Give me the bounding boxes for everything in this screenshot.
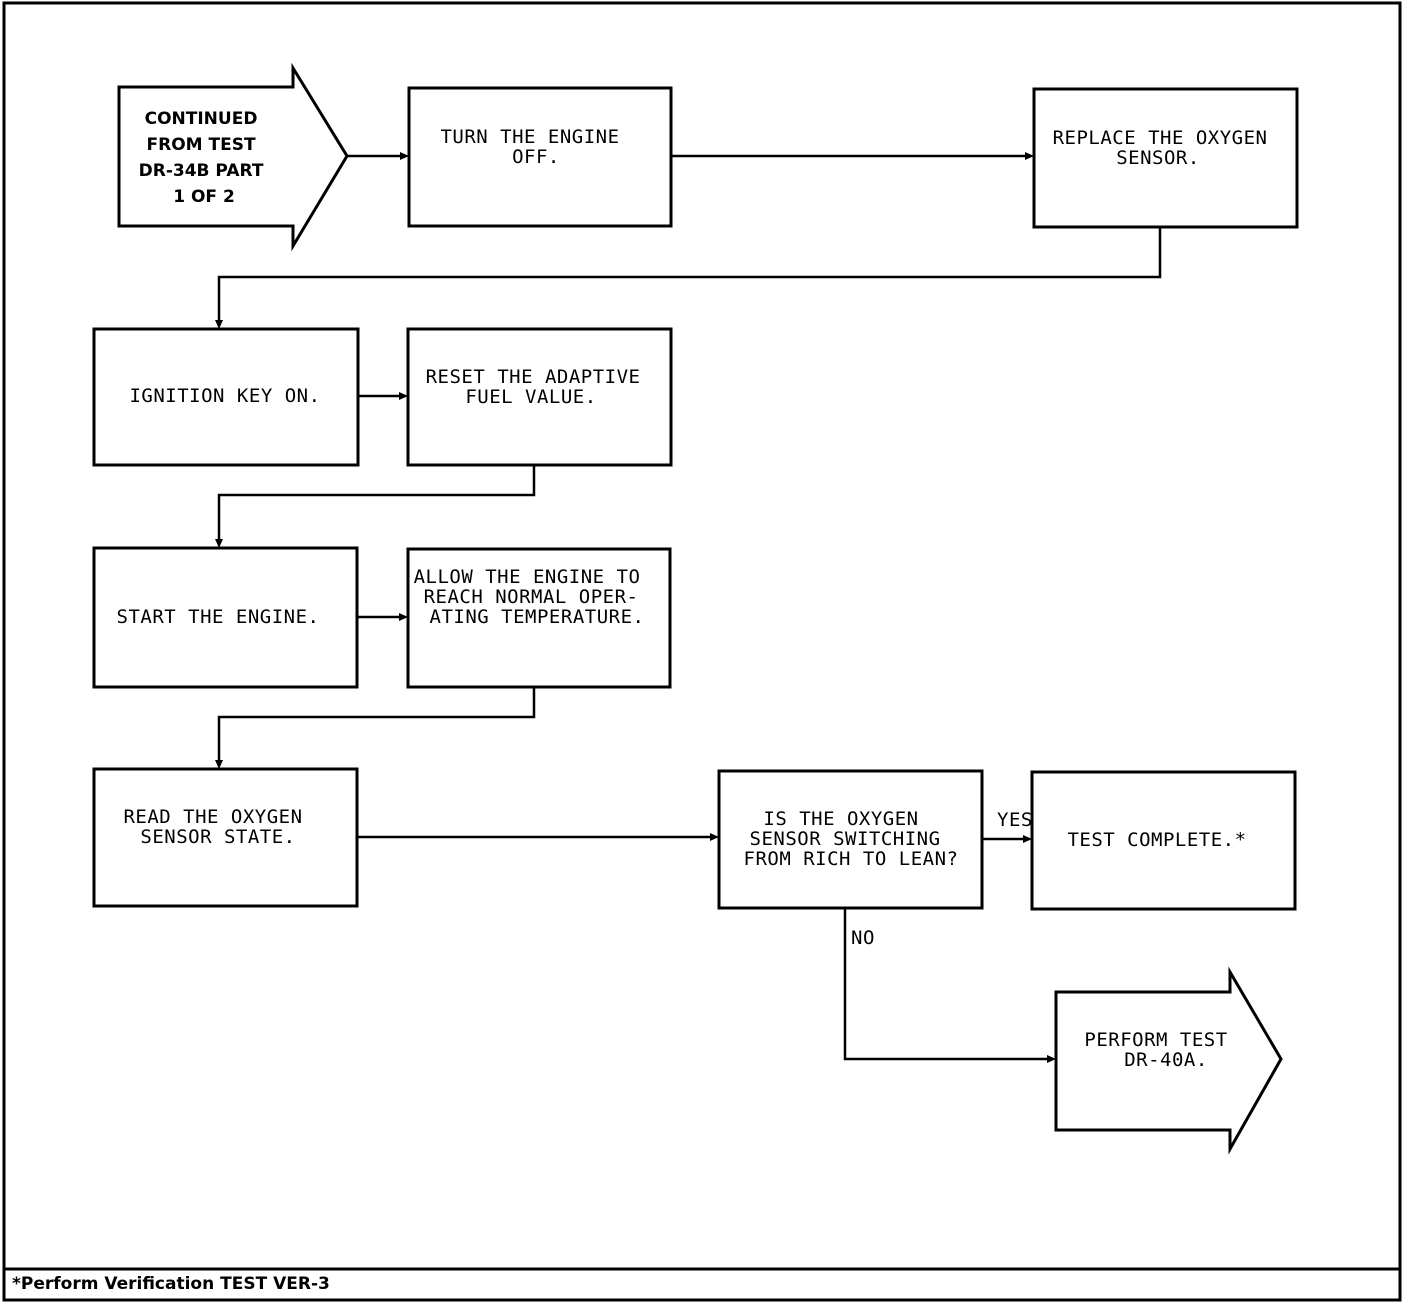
node-text-line: IS THE OXYGEN	[763, 808, 918, 830]
node-text-line: READ THE OXYGEN	[123, 806, 302, 828]
start-engine-node: START THE ENGINE.	[92, 546, 359, 689]
connector	[217, 465, 536, 539]
node-text-line: SENSOR SWITCHING	[750, 828, 941, 850]
footer-note: *Perform Verification TEST VER-3	[12, 1274, 330, 1294]
node-text-line: FROM RICH TO LEAN?	[744, 848, 959, 870]
node-text-line: OFF.	[512, 146, 560, 168]
node-text-line: TURN THE ENGINE	[440, 126, 619, 148]
reset-adaptive-fuel-node: RESET THE ADAPTIVE FUEL VALUE.	[406, 327, 673, 467]
arrowhead-icon	[710, 833, 719, 841]
node-text: TEST COMPLETE.*	[1067, 829, 1246, 851]
node-text: IGNITION KEY ON.	[129, 385, 320, 407]
arrowhead-icon	[215, 760, 223, 769]
perform-test-arrow-node: PERFORM TEST DR-40A.	[1054, 966, 1283, 1155]
arrowhead-icon	[1025, 152, 1034, 160]
reach-operating-temperature-node: ALLOW THE ENGINE TO REACH NORMAL OPER- A…	[406, 547, 672, 689]
turn-engine-off-node: TURN THE ENGINE OFF.	[407, 86, 673, 228]
decision-box	[717, 769, 984, 910]
node-text-line: PERFORM TEST	[1084, 1029, 1227, 1051]
connector	[217, 227, 1162, 320]
no-label: NO	[851, 927, 875, 949]
arrowhead-icon	[1047, 1055, 1056, 1063]
node-text-line: IGNITION KEY ON.	[129, 385, 320, 407]
node-text-line: DR-40A.	[1124, 1049, 1208, 1071]
node-text-line: SENSOR STATE.	[140, 826, 295, 848]
connector	[217, 687, 536, 760]
test-complete-node: TEST COMPLETE.*	[1030, 770, 1297, 911]
process-box	[1032, 87, 1299, 229]
node-text: START THE ENGINE.	[117, 606, 320, 628]
ignition-key-on-node: IGNITION KEY ON.	[92, 327, 360, 467]
node-text: ALLOW THE ENGINE TO REACH NORMAL OPER- A…	[414, 566, 653, 628]
node-text: TURN THE ENGINE OFF.	[440, 126, 631, 168]
process-box	[92, 327, 360, 467]
node-text: RESET THE ADAPTIVE FUEL VALUE.	[426, 366, 653, 408]
node-text-line: 1 OF 2	[173, 187, 235, 207]
node-text: CONTINUED FROM TEST DR-34B PART 1 OF 2	[139, 109, 270, 207]
arrowhead-icon	[400, 152, 409, 160]
arrowhead-icon	[1023, 835, 1032, 843]
node-text-line: FROM TEST	[147, 135, 256, 155]
process-box	[92, 546, 359, 689]
node-text-line: ALLOW THE ENGINE TO	[414, 566, 641, 588]
connector-no	[843, 908, 1048, 1061]
node-text-line: ATING TEMPERATURE.	[430, 606, 645, 628]
node-text-line: REPLACE THE OXYGEN	[1053, 127, 1268, 149]
arrowhead-icon	[215, 539, 223, 548]
start-arrow-shape	[117, 62, 349, 252]
node-text: PERFORM TEST DR-40A.	[1084, 1029, 1239, 1071]
node-text-line: FUEL VALUE.	[465, 386, 596, 408]
yes-label: YES	[997, 809, 1033, 831]
read-oxygen-sensor-node: READ THE OXYGEN SENSOR STATE.	[92, 767, 359, 908]
terminal-box	[1030, 770, 1297, 911]
node-text: READ THE OXYGEN SENSOR STATE.	[123, 806, 314, 848]
arrowhead-icon	[215, 320, 223, 329]
connectors	[215, 152, 1162, 1063]
process-box	[92, 767, 359, 908]
process-box	[406, 327, 673, 467]
replace-oxygen-sensor-node: REPLACE THE OXYGEN SENSOR.	[1032, 87, 1299, 229]
node-text-line: SENSOR.	[1116, 147, 1200, 169]
node-text: REPLACE THE OXYGEN SENSOR.	[1053, 127, 1280, 169]
arrowhead-icon	[399, 392, 408, 400]
start-arrow-node: CONTINUED FROM TEST DR-34B PART 1 OF 2	[117, 62, 349, 252]
sensor-switching-decision-node: IS THE OXYGEN SENSOR SWITCHING FROM RICH…	[717, 769, 984, 910]
node-text: IS THE OXYGEN SENSOR SWITCHING FROM RICH…	[744, 808, 959, 870]
node-text-line: START THE ENGINE.	[117, 606, 320, 628]
node-text-line: TEST COMPLETE.*	[1067, 829, 1246, 851]
node-text-line: RESET THE ADAPTIVE	[426, 366, 641, 388]
end-arrow-shape	[1054, 966, 1283, 1155]
arrowhead-icon	[399, 613, 408, 621]
node-text-line: REACH NORMAL OPER-	[424, 586, 639, 608]
node-text-line: CONTINUED	[145, 109, 258, 129]
node-text-line: DR-34B PART	[139, 161, 264, 181]
process-box	[406, 547, 672, 689]
